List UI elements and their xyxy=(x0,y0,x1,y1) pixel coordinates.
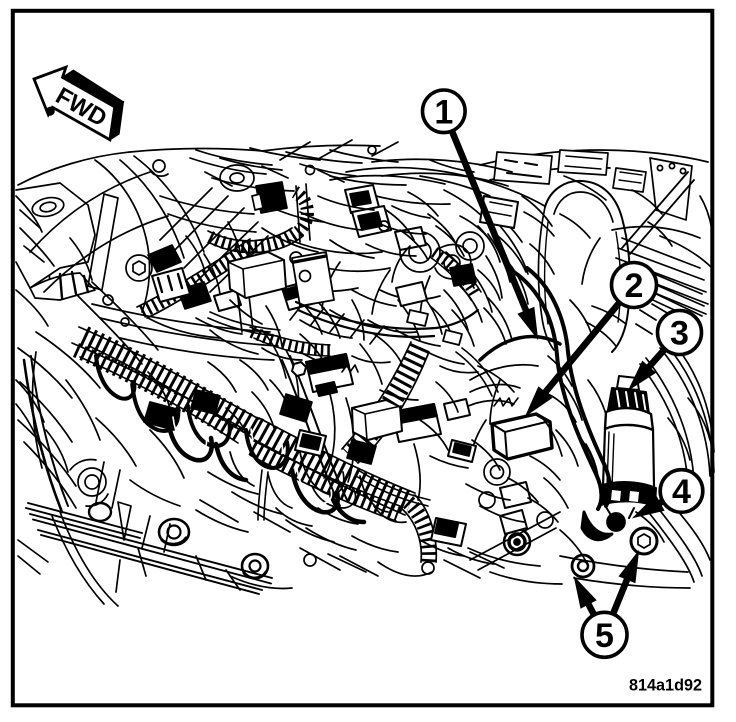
svg-text:2: 2 xyxy=(625,267,644,305)
svg-text:814a1d92: 814a1d92 xyxy=(629,676,702,695)
svg-text:4: 4 xyxy=(672,473,691,511)
svg-text:5: 5 xyxy=(595,617,614,655)
svg-text:3: 3 xyxy=(670,315,689,353)
svg-text:1: 1 xyxy=(434,93,453,131)
